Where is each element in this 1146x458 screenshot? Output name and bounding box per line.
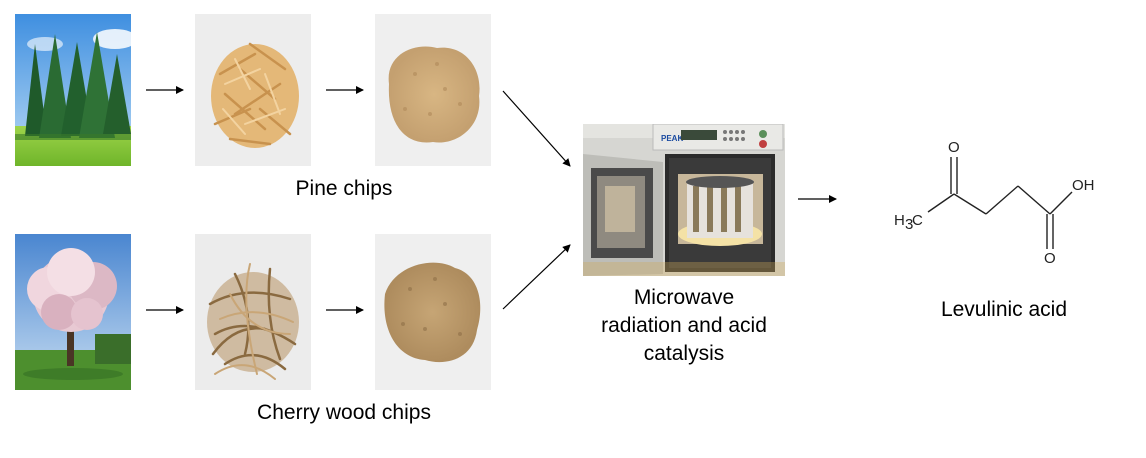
levulinic-acid-label: Levulinic acid [940,298,1068,321]
pine-raw-chips-photo [195,14,311,166]
microwave-brand-text: PEAK [661,134,683,143]
process-label-line2: radiation and acid [601,314,767,337]
pine-powder-photo [375,14,491,166]
cherry-raw-chips-photo [195,234,311,390]
pine-tree-photo [15,14,131,166]
cherry-powder-photo [375,234,491,390]
arrow-cherry-powder-to-microwave [502,244,571,310]
methyl-h-label: H [894,212,905,229]
arrow-pine-powder-to-microwave [502,90,571,167]
methyl-c-label: C [912,212,923,229]
carbonyl-oxygen-label: O [1044,250,1056,267]
pine-chips-label: Pine chips [295,177,393,200]
process-label-line1: Microwave [633,286,735,309]
cherry-wood-chips-label: Cherry wood chips [257,401,431,424]
hydroxyl-label: OH [1072,177,1095,194]
microwave-reactor-photo: PEAK [583,124,785,276]
methyl-subscript-label: 3 [905,216,913,233]
process-label: Microwave radiation and acid catalysis [584,284,784,368]
ketone-oxygen-label: O [948,139,960,156]
cherry-tree-photo [15,234,131,390]
levulinic-acid-structure: H 3 C O O OH [894,139,1095,267]
process-label-line3: catalysis [643,342,725,365]
